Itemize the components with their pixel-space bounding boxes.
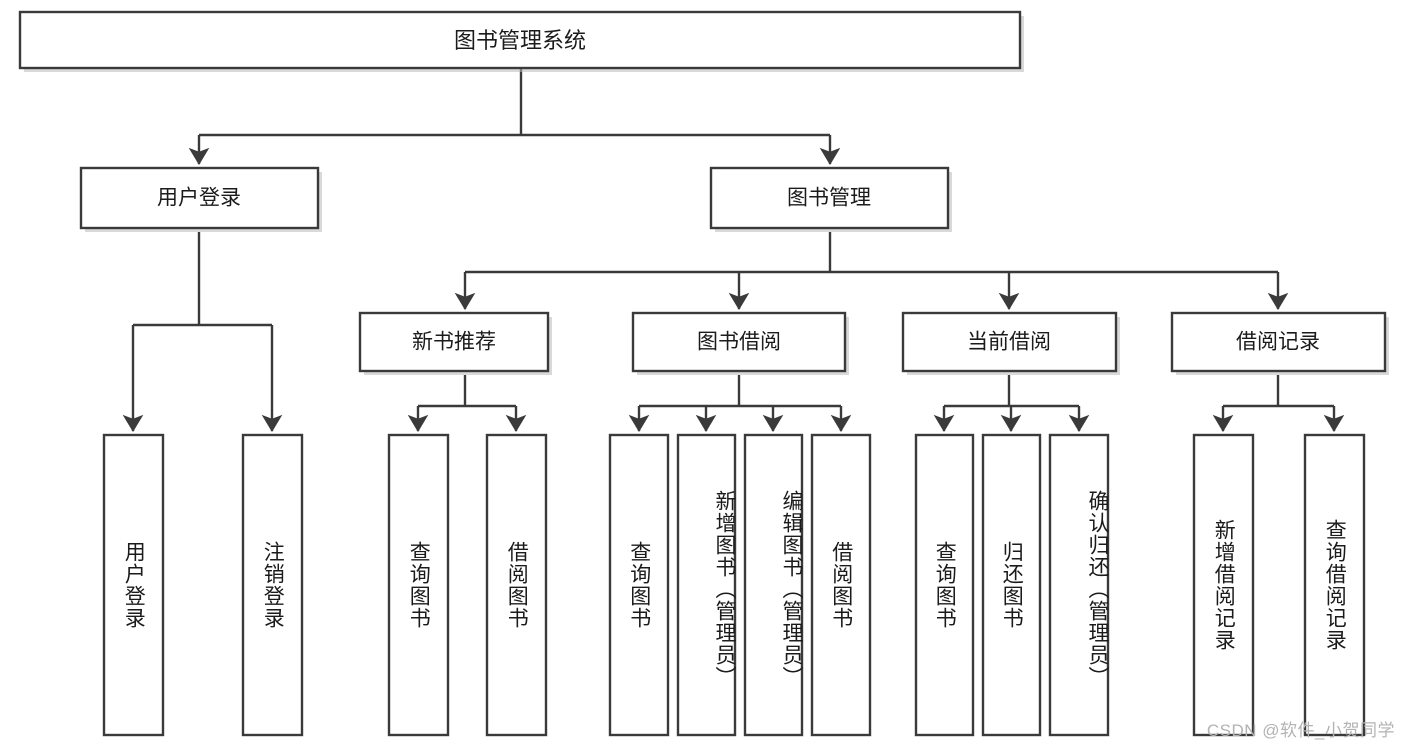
leaf-current-borrow-0[interactable]	[914, 433, 975, 737]
leaf-box	[102, 433, 165, 737]
node-borrow-record-box	[1170, 311, 1387, 373]
node-book-borrow-label: 图书借阅	[697, 331, 781, 354]
csdn-watermark: CSDN @软件_小贺同学	[1206, 721, 1395, 740]
leaf-book-borrow-0[interactable]	[608, 433, 670, 737]
leaf-book-borrow-2[interactable]	[743, 433, 804, 737]
node-current-borrow-box	[901, 311, 1118, 373]
node-new-book-recommend[interactable]: 新书推荐	[358, 311, 552, 375]
leaf-book-borrow-3[interactable]	[810, 433, 872, 737]
leaf-box	[1303, 433, 1366, 737]
node-current-borrow[interactable]: 当前借阅	[901, 311, 1120, 375]
node-user-login-box	[79, 166, 320, 230]
leaf-box	[981, 433, 1042, 737]
node-root-box	[18, 10, 1022, 70]
node-user-login[interactable]: 用户登录	[79, 166, 322, 232]
leaf-borrow-record-0[interactable]	[1192, 433, 1255, 737]
leaf-borrow-record-1[interactable]	[1303, 433, 1366, 737]
node-borrow-record[interactable]: 借阅记录	[1170, 311, 1389, 375]
leaf-new-book-recommend-1[interactable]	[485, 433, 548, 737]
node-user-login-label: 用户登录	[157, 187, 241, 210]
leaf-box	[810, 433, 872, 737]
leaf-box	[743, 433, 804, 737]
leaf-user-login-1[interactable]	[241, 433, 304, 737]
node-current-borrow-label: 当前借阅	[967, 331, 1051, 354]
connector-group	[122, 68, 1345, 433]
leaf-box	[241, 433, 304, 737]
leaf-current-borrow-2[interactable]	[1048, 433, 1110, 737]
node-book-manage-box	[709, 166, 950, 230]
leaf-box	[608, 433, 670, 737]
node-root[interactable]: 图书管理系统	[18, 10, 1024, 72]
node-new-book-recommend-box	[358, 311, 550, 373]
leaf-book-borrow-1[interactable]	[676, 433, 737, 737]
leaf-new-book-recommend-0[interactable]	[387, 433, 450, 737]
node-new-book-recommend-label: 新书推荐	[412, 331, 496, 354]
leaf-box	[676, 433, 737, 737]
leaf-box	[914, 433, 975, 737]
leaf-box	[485, 433, 548, 737]
leaf-box	[1048, 433, 1110, 737]
node-root-label: 图书管理系统	[454, 28, 586, 53]
node-borrow-record-label: 借阅记录	[1236, 331, 1320, 354]
leaf-box	[1192, 433, 1255, 737]
node-book-manage[interactable]: 图书管理	[709, 166, 952, 232]
node-book-manage-label: 图书管理	[787, 187, 871, 210]
node-book-borrow-box	[631, 311, 847, 373]
leaf-current-borrow-1[interactable]	[981, 433, 1042, 737]
leaf-box	[387, 433, 450, 737]
leaf-user-login-0[interactable]	[102, 433, 165, 737]
node-book-borrow[interactable]: 图书借阅	[631, 311, 849, 375]
